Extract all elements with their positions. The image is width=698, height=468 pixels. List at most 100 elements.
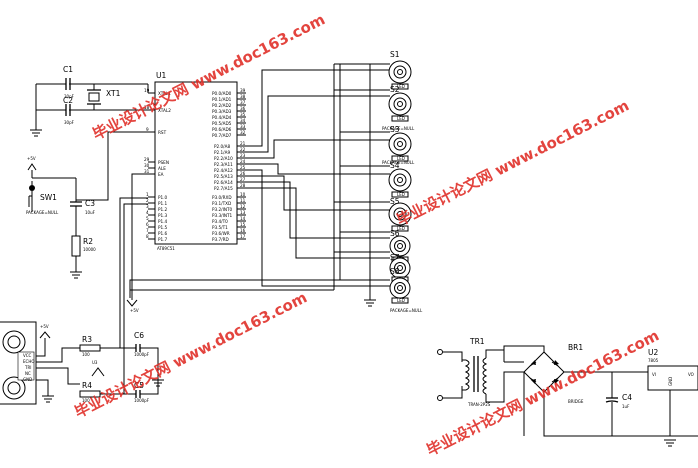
pin-num: 13	[240, 210, 246, 215]
pin-num: 11	[240, 198, 246, 203]
pin-num: 35	[240, 112, 246, 117]
pin-name: P2.1/A9	[214, 150, 230, 155]
c3-value: 10uF	[85, 210, 96, 215]
led-array: S1 LED S2 LED S3 PACKAGE=NULL LED	[382, 50, 423, 313]
pin-num: 27	[240, 177, 246, 182]
switch-sw1: SW1 PACKAGE=NULL	[26, 181, 59, 215]
pin-name: EA	[158, 172, 164, 177]
pin-name: P3.5/T1	[212, 225, 228, 230]
u3-ref: U3	[92, 360, 98, 365]
capacitor-c2: C2 30pF	[63, 96, 75, 125]
pin-name: RST	[158, 130, 167, 135]
sensor-pin-nc: NC	[25, 371, 31, 376]
sensor-pin-vcc: VCC	[23, 353, 32, 358]
pin-name: P0.1/AD1	[212, 97, 232, 102]
pin-num: 39	[240, 88, 246, 93]
pin-num: 16	[240, 228, 246, 233]
pin-num: 21	[240, 141, 246, 146]
transformer-tr1: TR1 TRAN-2P2S	[462, 337, 491, 407]
pin-name: P2.4/A12	[214, 168, 233, 173]
c4-value: 1uF	[622, 404, 630, 409]
r3-value: 100	[82, 352, 90, 357]
led-package: PACKAGE=NULL	[382, 126, 415, 131]
watermark-text: 毕业设计论文网 www.doc163.com	[72, 288, 310, 421]
pin-name: P2.6/A14	[214, 180, 233, 185]
pin-num: 9	[146, 127, 149, 132]
pin-name: P1.7	[158, 237, 168, 242]
pin-name: P1.2	[158, 207, 168, 212]
r2-value: 10000	[83, 247, 96, 252]
regulator-u2: U2 7805 VI GND VO	[647, 348, 698, 447]
pin-name: P1.1	[158, 201, 168, 206]
led-ref: S8	[390, 267, 400, 276]
pin-name: P0.6/AD6	[212, 127, 232, 132]
pin-name: XTAL2	[158, 108, 171, 113]
pin-num: 38	[240, 94, 246, 99]
watermark-text: 毕业设计论文网 www.doc163.com	[394, 96, 632, 229]
oscillator-section: C1 30pF C2 30pF XT1	[30, 65, 148, 137]
c5-value: 1000pF	[134, 398, 150, 403]
pin-num: 14	[240, 216, 246, 221]
pin-num: 15	[240, 222, 246, 227]
c2-ref: C2	[63, 96, 73, 105]
c1-value: 30pF	[64, 94, 75, 99]
pin-num: 6	[146, 222, 149, 227]
pin-name: P2.3/A11	[214, 162, 233, 167]
pin-name: P0.4/AD4	[212, 115, 232, 120]
pin-num: 12	[240, 204, 246, 209]
vcc-mcu-label: +5V	[130, 308, 139, 313]
pin-name: P1.3	[158, 213, 168, 218]
sensor-pin-tri: TRI	[24, 365, 31, 370]
led-label: LED	[397, 298, 405, 303]
resistor-r2: R2 10000	[71, 235, 96, 257]
u2-value: 7805	[648, 358, 659, 363]
pin-name: XTAL1	[158, 91, 171, 96]
led-s2: S2 LED	[388, 85, 412, 122]
u2-pin-in: VI	[652, 372, 656, 377]
mcu-right-p2-pins: P2.0/A8 21 P2.1/A9 22 P2.2/A10 23 P2.3/A…	[214, 141, 252, 191]
led-label: LED	[397, 84, 405, 89]
mcu-part: AT89C51	[157, 246, 175, 251]
u2-pin-out: VO	[688, 372, 694, 377]
xt1-ref: XT1	[106, 89, 121, 98]
mcu-right-p0-pins: P0.0/AD0 39 P0.1/AD1 38 P0.2/AD2 37 P0.3…	[212, 88, 246, 138]
capacitor-c4: C4 1uF	[605, 372, 632, 436]
pin-name: P3.4/T0	[212, 219, 228, 224]
crystal-xt1: XT1	[87, 89, 121, 105]
c3-ref: C3	[85, 199, 95, 208]
pin-name: P0.3/AD3	[212, 109, 232, 114]
sensor-pin-gnd: GND	[23, 377, 32, 382]
pin-num: 30	[144, 163, 150, 168]
pin-name: P0.5/AD5	[212, 121, 232, 126]
pin-num: 36	[240, 106, 246, 111]
sensor-pin-echo: ECHO	[23, 359, 34, 364]
led-s1: S1 LED	[388, 50, 412, 90]
pin-num: 18	[144, 105, 150, 110]
pin-num: 24	[240, 159, 246, 164]
pin-name: P3.0/RXD	[212, 195, 232, 200]
pin-name: P0.7/AD7	[212, 133, 232, 138]
pin-num: 31	[144, 169, 150, 174]
pin-num: 19	[144, 88, 150, 93]
mcu-left-mid-pins: 29 PSEN 30 ALE 31 EA	[144, 157, 169, 177]
r2-ref: R2	[83, 237, 93, 246]
pin-name: P3.3/INT1	[212, 213, 233, 218]
pin-num: 29	[144, 157, 150, 162]
pin-name: P3.6/WR	[212, 231, 230, 236]
led-ref: S7	[390, 253, 400, 262]
pin-num: 25	[240, 165, 246, 170]
led-label: LED	[397, 226, 405, 231]
led-label: LED	[397, 116, 405, 121]
c2-value: 30pF	[64, 120, 75, 125]
pin-name: ALE	[158, 166, 166, 171]
pin-num: 1	[146, 192, 149, 197]
ultrasonic-sensor-section: VCC ECHO TRI NC GND +5V R3 100 R4 100 U3…	[0, 197, 164, 405]
c6-value: 1000pF	[134, 352, 150, 357]
led-ref: S1	[390, 50, 400, 59]
led-s5: S5 LED	[388, 197, 412, 232]
mcu-ref: U1	[156, 71, 166, 80]
led-bus-wiring	[129, 63, 390, 307]
pin-name: P3.7/RD	[212, 237, 229, 242]
pin-name: P2.7/A15	[214, 186, 233, 191]
